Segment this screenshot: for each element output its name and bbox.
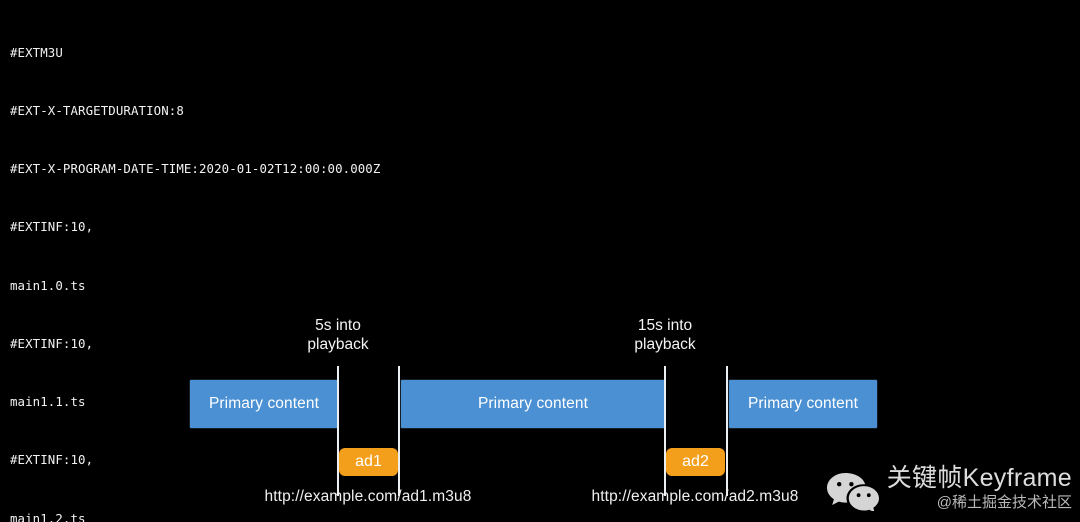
code-line: main1.2.ts — [10, 510, 86, 522]
code-line: #EXT-X-TARGETDURATION:8 — [10, 103, 184, 119]
watermark-text: 关键帧Keyframe @稀土掘金技术社区 — [887, 463, 1072, 512]
code-line: #EXTM3U — [10, 44, 63, 60]
marker-line-ad2-start — [664, 366, 666, 496]
marker-caption-line1: 5s into — [315, 317, 361, 334]
interstitial-timeline-diagram: Primary content Primary content Primary … — [0, 300, 1080, 522]
marker-caption-line1: 15s into — [637, 317, 693, 334]
primary-content-label: Primary content — [477, 395, 589, 412]
ad-box-ad2: ad2 — [666, 448, 725, 476]
marker-caption-line2: playback — [634, 336, 696, 353]
marker-caption-5s: 5s into playback — [258, 316, 418, 354]
code-line: #EXTINF:10, — [10, 452, 94, 468]
primary-content-segment-3: Primary content — [729, 380, 877, 428]
marker-line-ad1-end — [398, 366, 400, 496]
wechat-icon — [825, 471, 881, 516]
code-line: main1.1.ts — [10, 394, 86, 410]
marker-caption-15s: 15s into playback — [585, 316, 745, 354]
watermark-subtitle: @稀土掘金技术社区 — [936, 494, 1072, 511]
primary-content-label: Primary content — [208, 395, 320, 412]
primary-content-segment-1: Primary content — [190, 380, 338, 428]
ad-label: ad2 — [682, 453, 709, 470]
marker-caption-line2: playback — [307, 336, 369, 353]
ad-box-ad1: ad1 — [339, 448, 398, 476]
watermark: 关键帧Keyframe @稀土掘金技术社区 — [825, 463, 1072, 516]
hls-playlist-code: #EXTM3U #EXT-X-TARGETDURATION:8 #EXT-X-P… — [10, 4, 1075, 522]
ad-url-ad2: http://example.com/ad2.m3u8 — [591, 488, 799, 505]
primary-content-label: Primary content — [747, 395, 859, 412]
code-line: main1.0.ts — [10, 277, 86, 293]
marker-line-ad2-end — [726, 366, 728, 496]
code-line: #EXTINF:10, — [10, 219, 94, 235]
ad-url-ad1: http://example.com/ad1.m3u8 — [264, 488, 472, 505]
watermark-title: 关键帧Keyframe — [886, 464, 1072, 492]
marker-line-ad1-start — [337, 366, 339, 496]
code-line: #EXT-X-PROGRAM-DATE-TIME:2020-01-02T12:0… — [10, 161, 381, 177]
ad-label: ad1 — [355, 453, 382, 470]
code-line: #EXTINF:10, — [10, 335, 94, 351]
primary-content-segment-2: Primary content — [401, 380, 665, 428]
